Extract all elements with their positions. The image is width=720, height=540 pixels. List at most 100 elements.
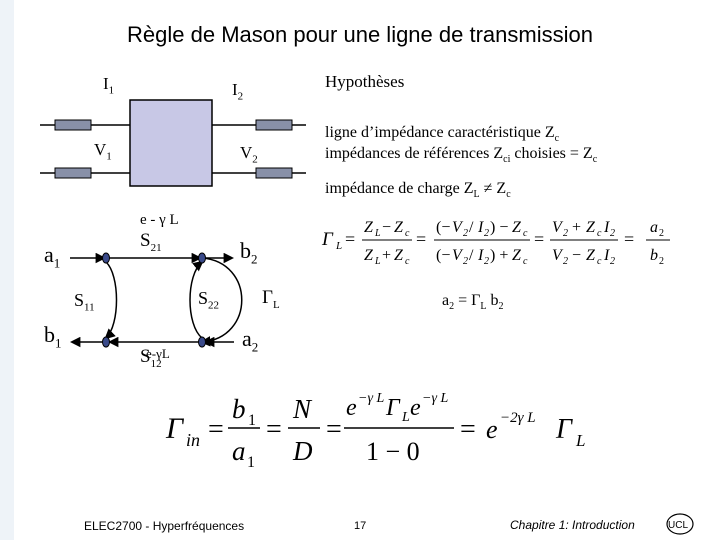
hypothesis-line-1: ligne d’impédance caractéristique Zc: [325, 124, 560, 145]
svg-text:/: /: [469, 219, 474, 236]
branch-s22-label: S22: [198, 288, 220, 312]
svg-text:L: L: [575, 431, 585, 450]
node-b1-label: b1: [44, 322, 62, 351]
svg-text:1: 1: [248, 412, 256, 429]
footer-page-number: 17: [354, 520, 367, 532]
svg-text:a: a: [650, 219, 658, 236]
svg-text:2: 2: [463, 256, 468, 267]
svg-text:+: +: [382, 247, 391, 264]
svg-text:Z: Z: [364, 219, 374, 236]
svg-text:a: a: [232, 436, 246, 466]
svg-text:+: +: [572, 219, 581, 236]
svg-text:D: D: [292, 436, 313, 466]
svg-text:2: 2: [463, 228, 468, 239]
branch-s12-label: S12: [140, 346, 162, 370]
svg-text:−: −: [572, 247, 581, 264]
current-i1-label: I1: [103, 74, 115, 97]
voltage-v1-label: V1: [94, 140, 112, 163]
footer-course: ELEC2700 - Hyperfréquences: [84, 519, 245, 533]
svg-text:2: 2: [563, 228, 568, 239]
svg-text:Γ: Γ: [385, 395, 401, 421]
svg-text:c: c: [597, 256, 602, 267]
page-title: Règle de Mason pour une ligne de transmi…: [127, 22, 593, 47]
svg-text:−: −: [382, 219, 391, 236]
svg-text:−γ L: −γ L: [358, 391, 384, 406]
a2-relation: a2 = ΓL b2: [442, 292, 504, 313]
svg-text:b: b: [650, 247, 658, 264]
svg-text:=: =: [345, 229, 355, 249]
svg-text:2: 2: [484, 228, 489, 239]
svg-text:) −: ) −: [490, 219, 508, 236]
svg-text:Z: Z: [394, 247, 404, 264]
node-a1-label: a1: [44, 242, 61, 271]
svg-text:I: I: [603, 247, 610, 264]
branch-gamma-l-label: ΓL: [262, 287, 280, 311]
svg-text:e: e: [410, 395, 421, 421]
left-band: [0, 0, 14, 540]
svg-text:2: 2: [610, 228, 615, 239]
svg-text:−γ L: −γ L: [422, 391, 448, 406]
svg-text:=: =: [416, 229, 426, 249]
svg-text:(−: (−: [436, 247, 450, 264]
svg-text:V: V: [552, 219, 564, 236]
svg-text:Γ: Γ: [555, 414, 573, 445]
svg-text:Γ: Γ: [321, 229, 334, 250]
svg-text:(−: (−: [436, 219, 450, 236]
svg-text:=: =: [624, 229, 634, 249]
svg-text:L: L: [374, 256, 381, 267]
svg-text:Z: Z: [586, 219, 596, 236]
current-i2-label: I2: [232, 80, 244, 103]
node-b2-label: b2: [240, 238, 258, 267]
svg-text:2: 2: [563, 256, 568, 267]
branch-s11-label: S11: [74, 290, 95, 314]
svg-text:e: e: [346, 395, 357, 421]
svg-text:=: =: [266, 414, 282, 445]
svg-text:=: =: [208, 414, 224, 445]
svg-text:in: in: [186, 430, 200, 450]
svg-text:I: I: [477, 247, 484, 264]
svg-text:L: L: [374, 228, 381, 239]
svg-text:1 − 0: 1 − 0: [366, 437, 420, 466]
branch-s21-label: S21: [140, 230, 162, 254]
svg-text:1: 1: [247, 454, 255, 471]
svg-text:c: c: [523, 228, 528, 239]
svg-text:b: b: [232, 394, 246, 424]
svg-text:I: I: [477, 219, 484, 236]
svg-text:e: e: [486, 415, 498, 444]
svg-text:L: L: [401, 410, 410, 425]
ucl-logo-text: UCL: [668, 520, 688, 531]
footer-chapter: Chapitre 1: Introduction: [510, 518, 635, 532]
svg-text:Z: Z: [364, 247, 374, 264]
hypothesis-line-2: impédances de références Zci choisies = …: [325, 145, 598, 166]
svg-text:2: 2: [610, 256, 615, 267]
svg-text:V: V: [452, 219, 464, 236]
svg-text:Z: Z: [512, 219, 522, 236]
svg-text:V: V: [552, 247, 564, 264]
svg-text:=: =: [460, 414, 476, 445]
hypotheses-heading: Hypothèses: [325, 72, 405, 91]
svg-text:c: c: [597, 228, 602, 239]
hypothesis-line-3: impédance de charge ZL ≠ Zc: [325, 180, 511, 201]
svg-text:c: c: [405, 256, 410, 267]
svg-text:Γ: Γ: [165, 412, 185, 445]
svg-text:=: =: [326, 414, 342, 445]
svg-text:c: c: [523, 256, 528, 267]
svg-text:Z: Z: [394, 219, 404, 236]
svg-text:L: L: [335, 240, 342, 252]
svg-text:−2γ L: −2γ L: [500, 410, 536, 426]
svg-text:=: =: [534, 229, 544, 249]
svg-text:V: V: [452, 247, 464, 264]
svg-text:2: 2: [659, 228, 664, 239]
svg-text:Z: Z: [586, 247, 596, 264]
svg-text:) +: ) +: [490, 247, 508, 264]
svg-text:c: c: [405, 228, 410, 239]
node-a2-label: a2: [242, 326, 259, 355]
svg-text:N: N: [292, 394, 313, 424]
branch-exp-bottom-label: e-γL: [146, 346, 170, 361]
svg-text:/: /: [469, 247, 474, 264]
voltage-v2-label: V2: [240, 143, 258, 166]
